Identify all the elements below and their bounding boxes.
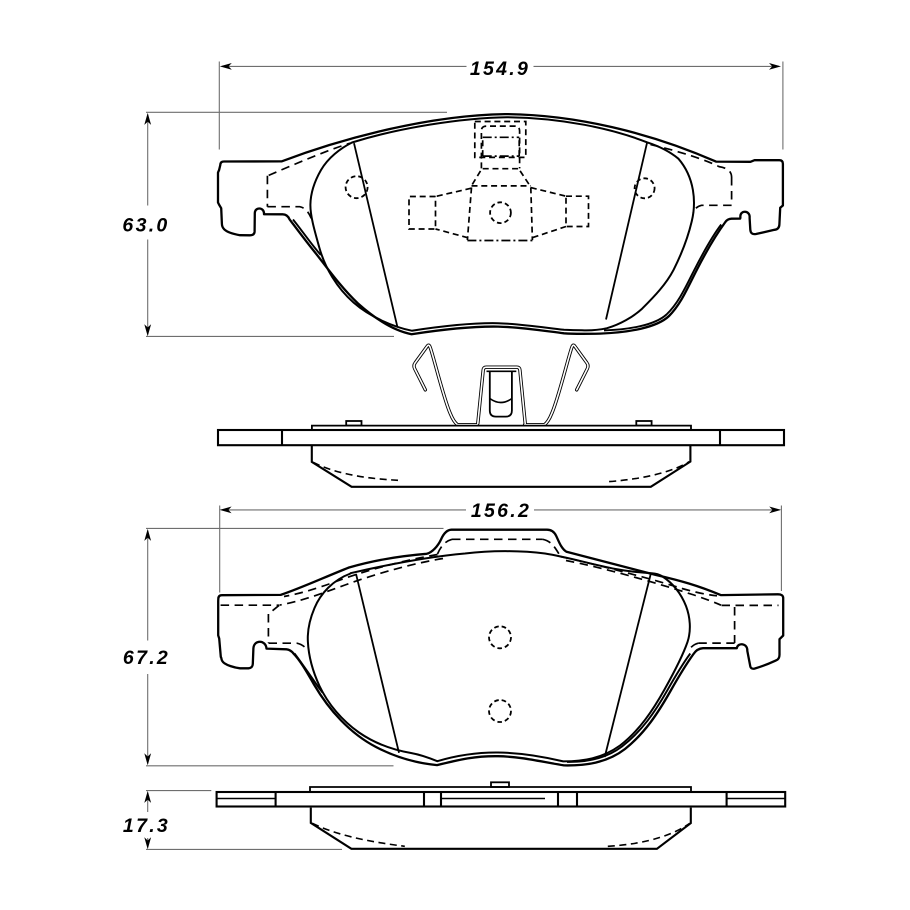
svg-text:63.0: 63.0 bbox=[122, 215, 169, 237]
svg-text:67.2: 67.2 bbox=[123, 647, 170, 669]
svg-text:154.9: 154.9 bbox=[470, 58, 530, 80]
svg-text:17.3: 17.3 bbox=[123, 815, 170, 837]
svg-text:156.2: 156.2 bbox=[471, 500, 531, 522]
